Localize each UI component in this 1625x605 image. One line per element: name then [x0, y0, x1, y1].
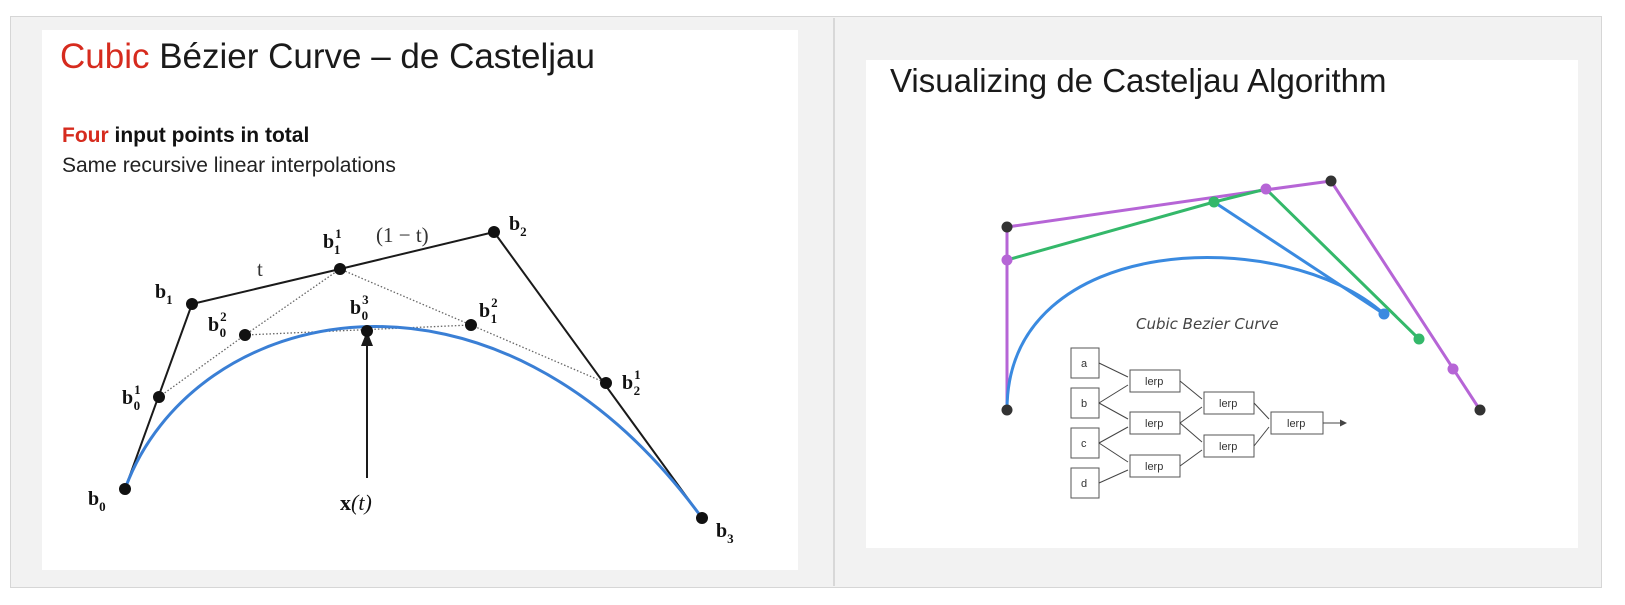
right-slide-title: Visualizing de Casteljau Algorithm [890, 62, 1387, 99]
point-b1-1 [334, 263, 346, 275]
construction-line-2 [244, 324, 472, 336]
green-point-1 [1208, 196, 1220, 208]
casteljau-diagram: Cubic Bézier Curve – de Casteljau Four i… [60, 37, 734, 546]
partial-bezier-curve [1005, 256, 1386, 411]
point-b3 [696, 512, 708, 524]
lerp-label-3: lerp [1145, 461, 1163, 473]
subtitle-rest: input points in total [109, 124, 310, 147]
blue-point [1378, 308, 1390, 320]
lerp-label-1: lerp [1145, 376, 1163, 388]
purple-point-3 [1447, 363, 1459, 375]
title-rest: Bézier Curve – de Casteljau [149, 37, 595, 76]
point-b0-1 [153, 391, 165, 403]
input-label-c: c [1081, 438, 1087, 450]
label-b1: b1 [155, 281, 173, 307]
point-b2-1 [600, 377, 612, 389]
point-b0-3 [361, 325, 373, 337]
output-arrowhead [1340, 419, 1347, 427]
lerp-label-2: lerp [1145, 418, 1163, 430]
bezier-curve [123, 325, 704, 519]
control-polygon [124, 230, 703, 519]
control-point-3 [1474, 404, 1486, 416]
left-slide: Cubic Bézier Curve – de Casteljau Four i… [42, 30, 798, 570]
subtitle-accent: Four [62, 124, 109, 147]
input-label-d: d [1081, 478, 1087, 490]
point-b0-2 [239, 329, 251, 341]
input-box-d [1070, 467, 1100, 499]
lerp-network [1070, 347, 1324, 499]
input-box-b [1070, 387, 1100, 419]
green-point-2 [1413, 333, 1425, 345]
caption-cubic-bezier: Cubic Bezier Curve [1136, 315, 1279, 333]
segment-label-one-minus-t: (1 − t) [376, 223, 429, 247]
label-b0: b0 [88, 488, 106, 514]
control-point-1 [1001, 221, 1013, 233]
segment-label-t: t [257, 257, 263, 281]
purple-point-2 [1260, 183, 1272, 195]
control-point-0 [1001, 404, 1013, 416]
lerp-label-5: lerp [1219, 441, 1237, 453]
point-b1-2 [465, 319, 477, 331]
input-label-b: b [1081, 398, 1087, 410]
title-accent: Cubic [60, 37, 149, 76]
label-xt: x(t) [340, 490, 372, 515]
purple-point-1 [1001, 254, 1013, 266]
label-b3: b3 [716, 520, 734, 546]
lerp-connectors [1098, 362, 1343, 484]
lerp-labels: a b c d lerp lerp lerp lerp lerp lerp [1081, 358, 1305, 490]
left-slide-title: Cubic Bézier Curve – de Casteljau [60, 37, 595, 76]
left-subtitle: Four input points in total [62, 124, 309, 147]
slide-divider [833, 18, 835, 586]
right-slide: Visualizing de Casteljau Algorithm Cubic… [866, 60, 1578, 548]
label-b2: b2 [509, 213, 527, 239]
point-b2 [488, 226, 500, 238]
point-b0 [119, 483, 131, 495]
blue-line [1213, 200, 1385, 316]
lerp-label-6: lerp [1287, 418, 1305, 430]
casteljau-visualization: Visualizing de Casteljau Algorithm Cubic… [890, 62, 1486, 499]
xt-arrow-head [361, 331, 373, 346]
lerp-label-4: lerp [1219, 398, 1237, 410]
control-point-2 [1325, 175, 1337, 187]
input-box-a [1070, 347, 1100, 379]
green-lines [1006, 187, 1421, 341]
input-label-a: a [1081, 358, 1088, 370]
left-subtitle-line2: Same recursive linear interpolations [62, 154, 396, 177]
point-b1 [186, 298, 198, 310]
